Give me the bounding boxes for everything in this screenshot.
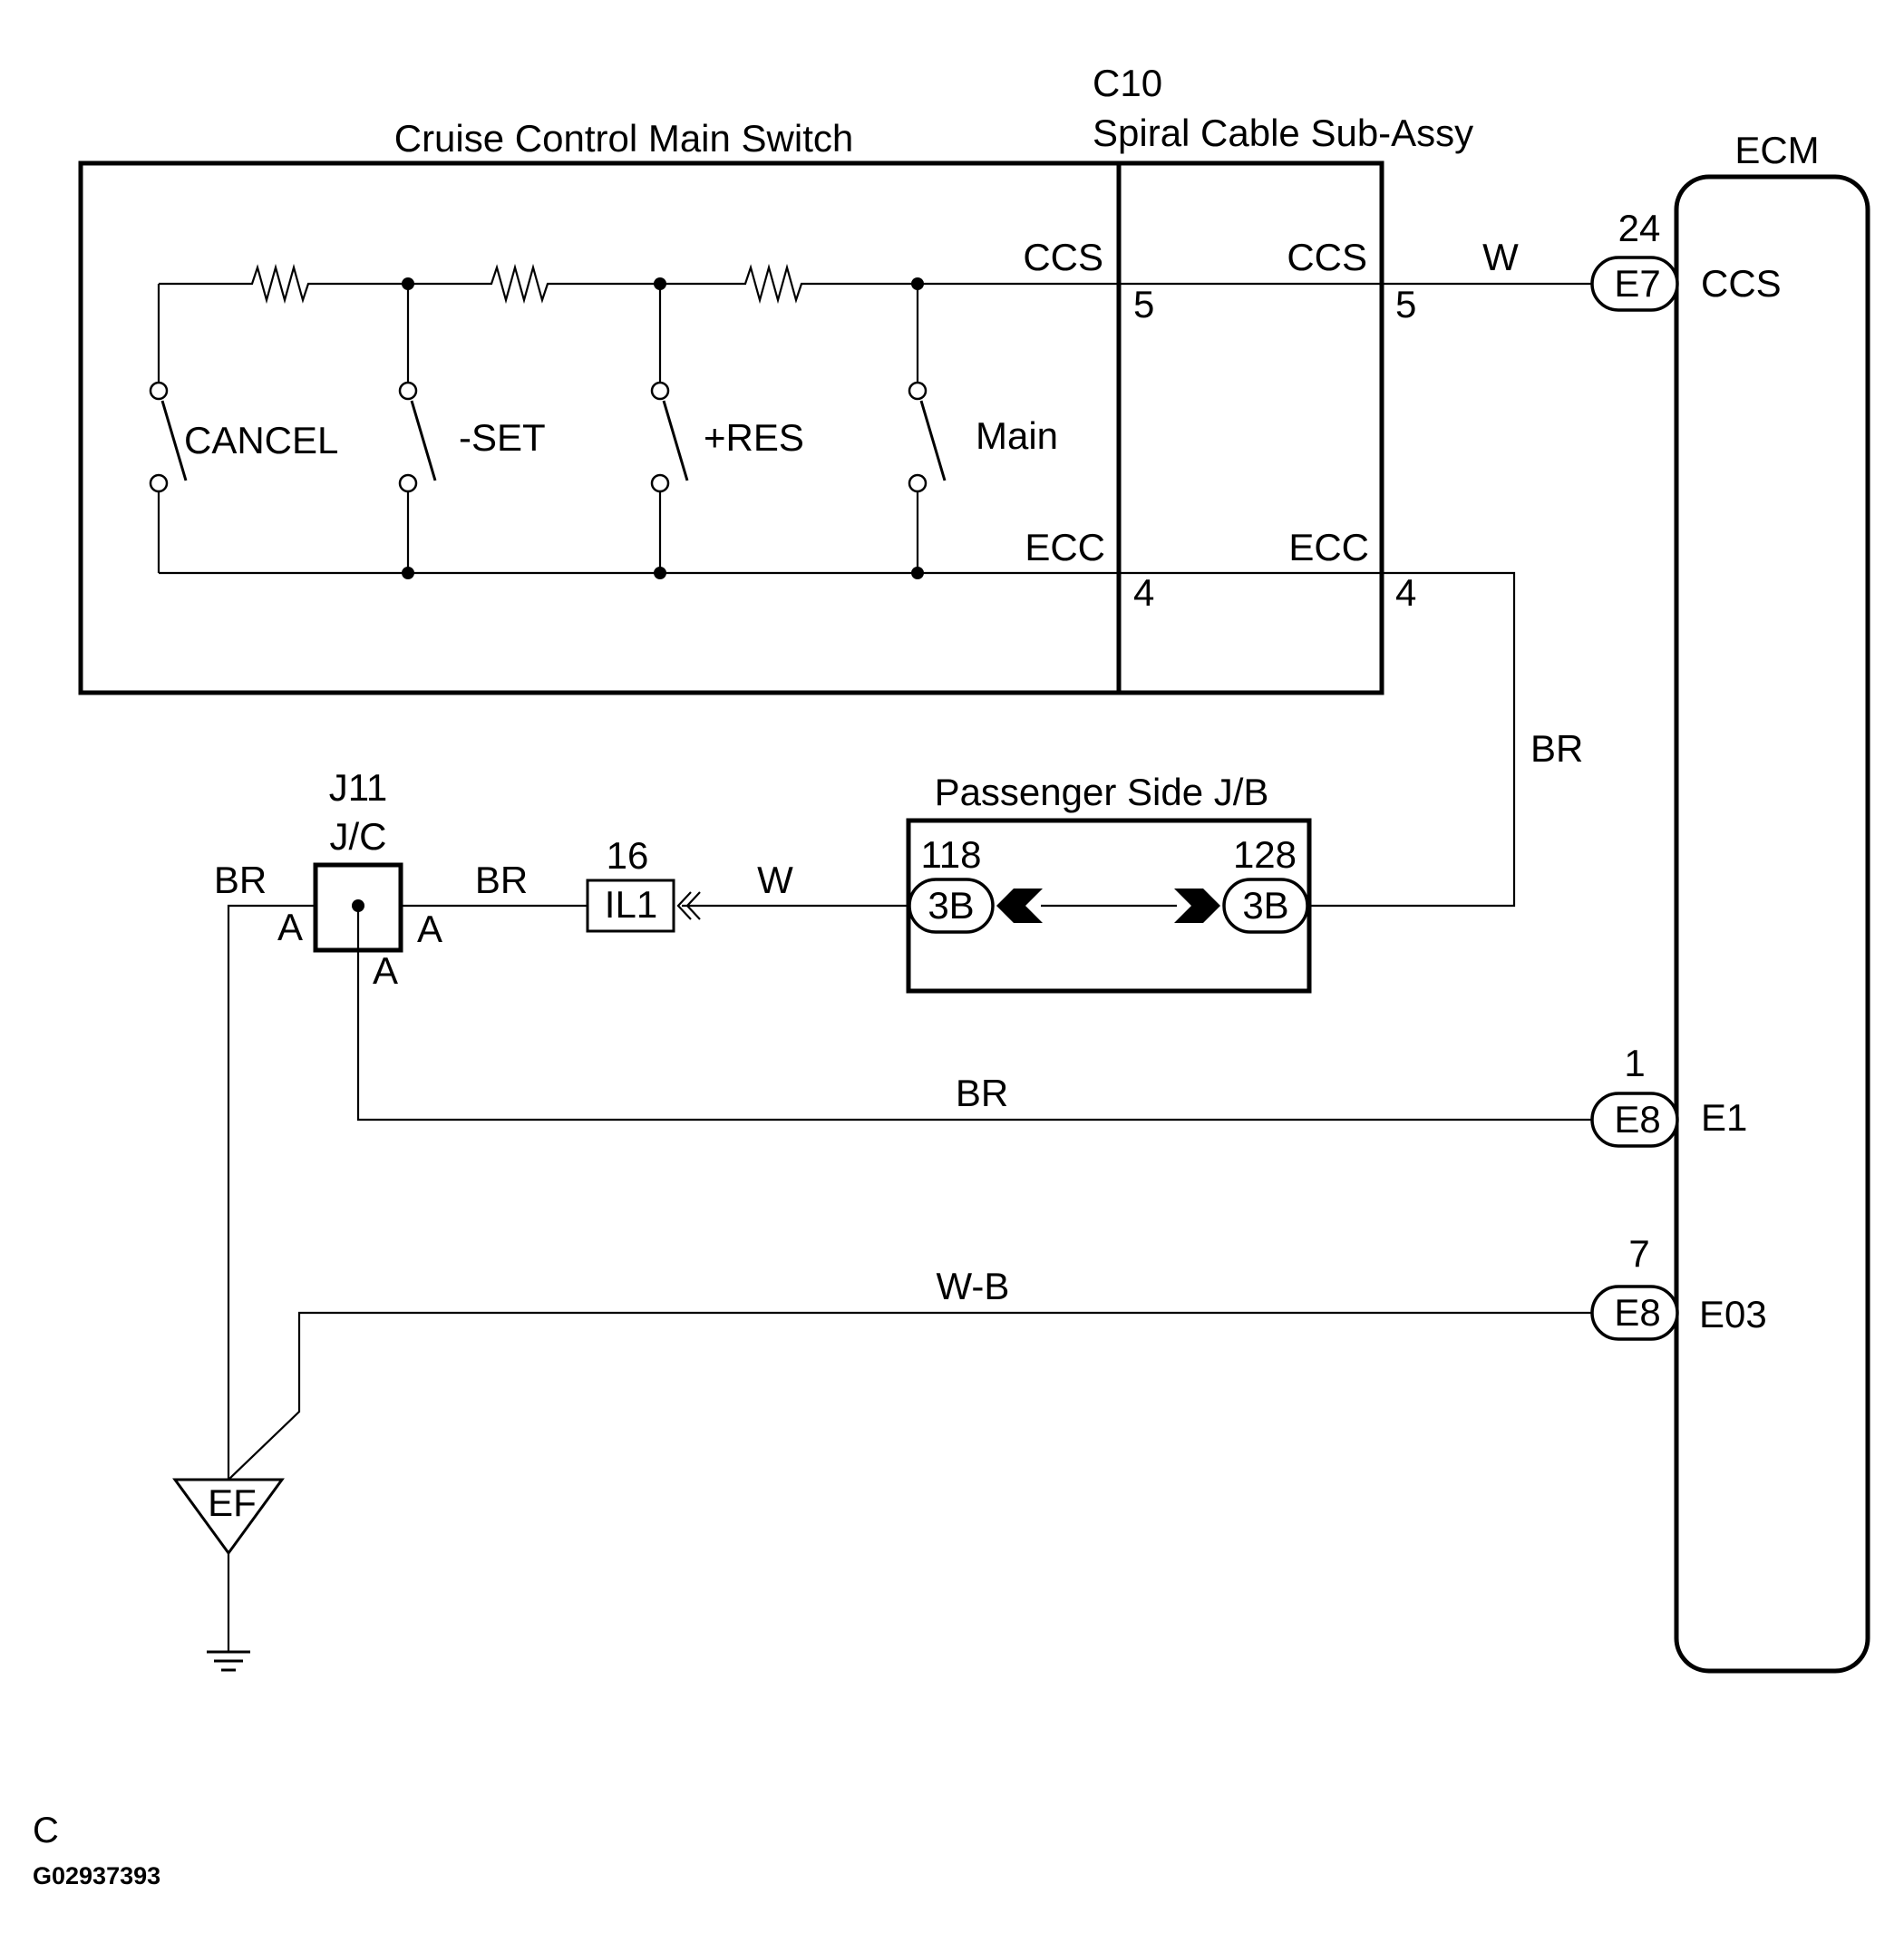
spiral-ccs-label: CCS [1287,236,1367,278]
spiral-cable-housing [1116,160,1384,695]
jc-pin-right: A [417,908,442,950]
ecm-connector-e1-code: E8 [1614,1098,1660,1141]
wire-ground-to-ecm-e03 [228,1311,1592,1481]
il1-box [586,879,675,933]
jb-connector-right-code: 3B [1242,884,1288,927]
spiral-ecc-label: ECC [1288,526,1369,568]
spiral-ecc-pin-out: 4 [1395,571,1416,614]
il1-chevron [676,891,701,920]
jb-right-arrow [1174,889,1220,923]
ecm-connector-e1 [1590,1092,1679,1148]
jc-pin-bottom: A [373,949,398,992]
switch-ccs-label: CCS [1023,236,1103,278]
ecm-terminal-e03: E03 [1699,1293,1767,1335]
ccs-rail [159,263,1119,305]
cruise-control-main-switch: Cruise Control Main Switch [78,117,1122,695]
jc-code: J11 [329,766,388,809]
wire-color-ecc: BR [1530,727,1583,770]
ecm: ECM E7 24 CCS E8 1 E1 E8 7 E03 [1590,129,1870,1674]
wire-jc-to-ecm-e1 [356,906,1592,1122]
wire-color-jc-ground: BR [214,859,267,901]
spiral-cable-code: C10 [1093,62,1162,104]
jb-connector-left-code: 3B [928,884,974,927]
passenger-side-jb: Passenger Side J/B 3B 118 3B 128 [906,771,1312,994]
ecm-pin-e1: 1 [1624,1042,1645,1084]
wiring: W BR W BR BR BR W-B [214,236,1592,1481]
jb-connector-right [1222,878,1309,934]
switch-title: Cruise Control Main Switch [394,117,854,160]
switch-label-main: Main [976,414,1058,457]
junction-connector-j11: J11 J/C A A A [277,766,442,992]
ecm-housing [1674,174,1870,1674]
footer-section: C [33,1811,59,1850]
switch-label-set: -SET [459,416,546,459]
junction-dot [911,277,924,290]
ecm-terminal-ccs: CCS [1701,262,1782,305]
spiral-ecc-pin-in: 4 [1133,571,1154,614]
switch-res [650,284,689,573]
il1-pin: 16 [607,834,649,877]
wire-jc-to-ground [227,904,316,1480]
jb-connector-right-pin: 128 [1233,833,1297,876]
jb-left-arrow [996,889,1043,923]
wire-ecc-to-jb [1308,571,1516,908]
junction-dot [402,567,414,579]
wire-color-e03: W-B [937,1265,1010,1307]
ecm-pin-ccs: 24 [1618,207,1661,249]
jc-box [313,862,403,953]
junction-dot [402,277,414,290]
jb-connector-left [908,878,995,934]
spiral-cable-title: Spiral Cable Sub-Assy [1093,112,1473,154]
ecm-pin-e03: 7 [1628,1232,1649,1275]
ecm-connector-ccs [1590,256,1679,312]
ecm-title: ECM [1734,129,1819,171]
spiral-cable-sub-assy: C10 Spiral Cable Sub-Assy CCS ECC 5 5 4 … [1093,62,1473,695]
jc-node [352,899,364,912]
ground-label: EF [208,1481,257,1524]
ecm-connector-e03 [1590,1285,1679,1341]
switch-cancel [149,284,188,573]
wire-color-ccs: W [1482,236,1519,278]
jc-pin-left: A [277,906,303,948]
ecm-connector-e03-code: E8 [1614,1291,1660,1334]
wire-color-e1: BR [956,1072,1008,1114]
switch-label-cancel: CANCEL [184,419,338,461]
ground-ef: EF [172,1478,285,1672]
junction-dot [654,277,666,290]
in-line-connector-il1: 16 IL1 [586,834,701,933]
footer-figure-id: G02937393 [33,1862,160,1889]
spiral-ccs-pin-out: 5 [1395,283,1416,325]
switch-main [908,284,947,573]
spiral-ccs-pin-in: 5 [1133,283,1154,325]
ground-triangle [172,1478,285,1556]
ecm-terminal-e1: E1 [1701,1096,1747,1139]
junction-dot [911,567,924,579]
wire-color-il1-jc: BR [475,859,528,901]
il1-code: IL1 [605,883,657,926]
jb-title: Passenger Side J/B [935,771,1269,813]
switch-set [398,284,437,573]
switch-ecc-label: ECC [1025,526,1105,568]
switch-label-res: +RES [704,416,804,459]
ecm-connector-ccs-code: E7 [1614,262,1660,305]
jb-connector-left-pin: 118 [921,833,982,876]
junction-dot [654,567,666,579]
jc-name: J/C [330,815,387,858]
wire-color-jb-il1: W [757,859,793,901]
